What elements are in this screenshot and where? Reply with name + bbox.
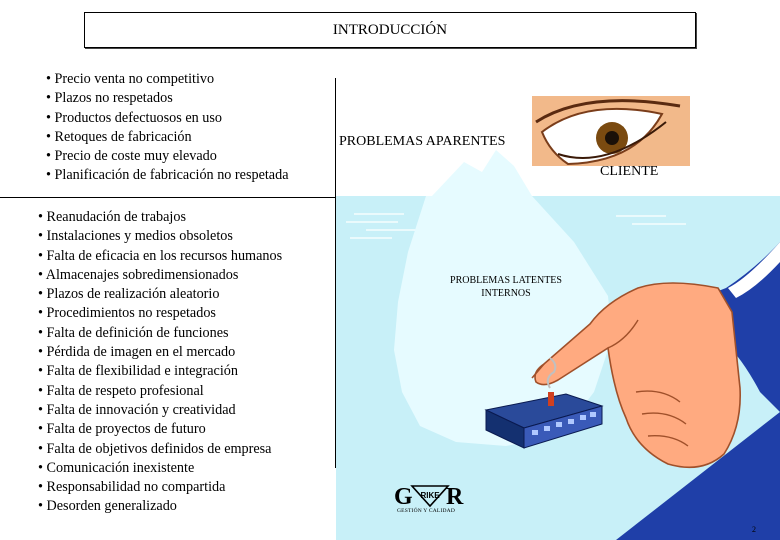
apparent-problems-list: • Precio venta no competitivo • Plazos no… — [46, 70, 289, 186]
eye-icon — [532, 96, 690, 166]
sleeve — [616, 242, 780, 540]
logo-triangle — [410, 485, 450, 508]
list-item: • Plazos de realización aleatorio — [38, 286, 220, 303]
vertical-divider — [335, 78, 336, 468]
list-item: • Pérdida de imagen en el mercado — [38, 344, 236, 361]
list-item: • Instalaciones y medios obsoletos — [38, 228, 233, 245]
latent-problems-label: PROBLEMAS LATENTES INTERNOS — [432, 274, 580, 300]
list-item: • Falta de objetivos definidos de empres… — [38, 440, 272, 457]
iceberg-tip — [432, 150, 532, 196]
list-item: • Desorden generalizado — [38, 498, 177, 515]
client-label: CLIENTE — [600, 164, 659, 179]
apparent-problems-label: PROBLEMAS APARENTES — [339, 134, 506, 149]
list-item: • Falta de innovación y creatividad — [38, 401, 236, 418]
logo-subtitle: GESTIÓN Y CALIDAD — [397, 508, 455, 514]
list-item: • Falta de definición de funciones — [38, 324, 229, 341]
list-item: • Productos defectuosos en uso — [46, 109, 222, 126]
list-item: • Almacenajes sobredimensionados — [38, 266, 239, 283]
list-item: • Retoques de fabricación — [46, 128, 192, 145]
title-box: INTRODUCCIÓN — [84, 12, 696, 48]
list-item: • Planificación de fabricación no respet… — [46, 167, 289, 184]
pointing-hand — [531, 282, 741, 469]
latent-label-line2: INTERNOS — [481, 288, 531, 299]
company-logo: G RIKE R — [394, 484, 464, 510]
water-lines — [346, 213, 686, 239]
shirt-cuff — [728, 242, 780, 298]
list-item: • Procedimientos no respetados — [38, 305, 216, 322]
list-item: • Falta de proyectos de futuro — [38, 421, 206, 438]
logo-letter-right: R — [446, 484, 464, 510]
latent-label-line1: PROBLEMAS LATENTES — [450, 275, 562, 286]
iceberg-underwater — [394, 196, 612, 446]
list-item: • Falta de respeto profesional — [38, 382, 204, 399]
page-title: INTRODUCCIÓN — [332, 21, 448, 38]
iceberg-illustration — [336, 96, 780, 540]
list-item: • Plazos no respetados — [46, 90, 173, 107]
list-item: • Falta de eficacia en los recursos huma… — [38, 247, 283, 264]
list-item: • Falta de flexibilidad e integración — [38, 363, 238, 380]
logo-middle: RIKE — [420, 491, 440, 500]
list-item: • Reanudación de trabajos — [38, 209, 186, 225]
latent-problems-list: • Reanudación de trabajos • Instalaciones… — [38, 208, 282, 517]
list-item: • Comunicación inexistente — [38, 459, 195, 476]
horizontal-divider — [0, 197, 335, 198]
factory-icon — [484, 357, 604, 449]
page-number: 2 — [752, 525, 756, 534]
list-item: • Responsabilidad no compartida — [38, 479, 226, 496]
logo-letter-left: G — [394, 484, 413, 510]
list-item: • Precio venta no competitivo — [46, 71, 215, 87]
list-item: • Precio de coste muy elevado — [46, 148, 217, 165]
